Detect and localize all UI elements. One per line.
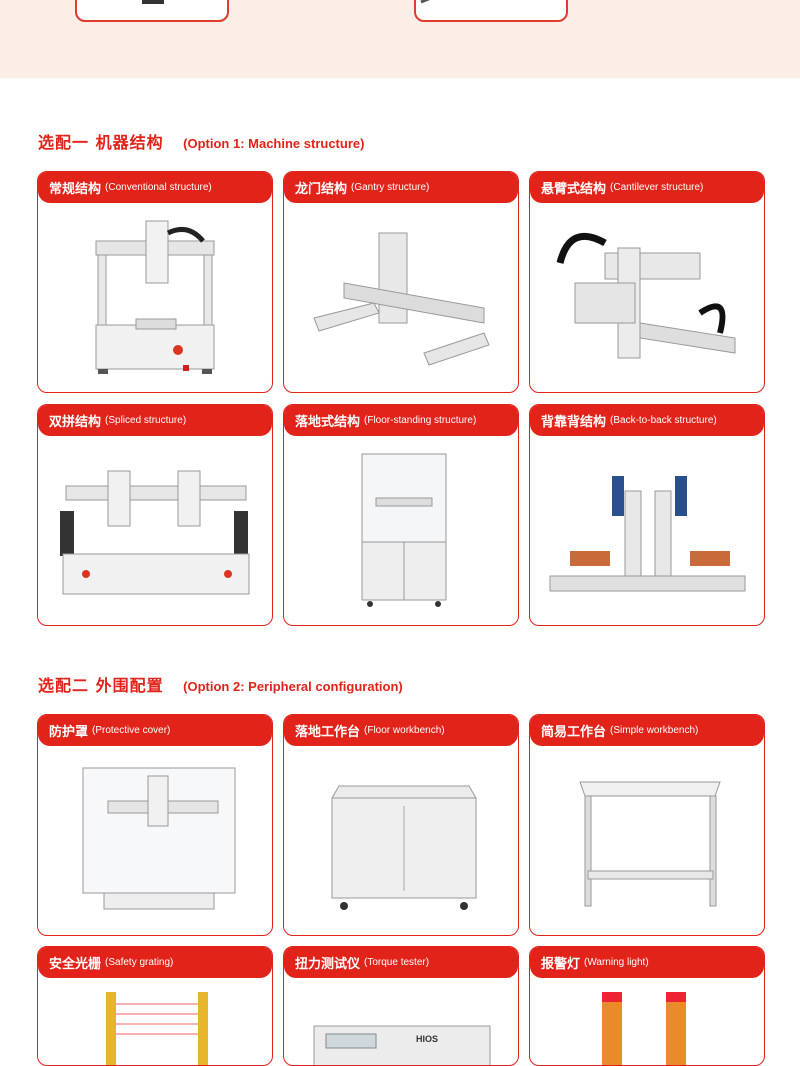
card-title-en: (Back-to-back structure) <box>610 415 717 426</box>
back-to-back-machine-image <box>530 436 764 625</box>
card-header: 报警灯 (Warning light) <box>530 947 764 978</box>
card-title-cn: 落地工作台 <box>295 725 361 740</box>
card-title-cn: 安全光栅 <box>49 957 102 972</box>
safety-grating-image <box>38 978 272 1065</box>
card-conventional-structure: 常规结构 (Conventional structure) <box>37 171 273 393</box>
top-banner <box>0 0 800 78</box>
card-title-en: (Simple workbench) <box>610 725 699 736</box>
card-title-cn: 简易工作台 <box>541 725 607 740</box>
warning-light-image <box>530 978 764 1065</box>
card-title-en: (Spliced structure) <box>105 415 187 426</box>
card-cantilever-structure: 悬臂式结构 (Cantilever structure) <box>529 171 765 393</box>
card-gantry-structure: 龙门结构 (Gantry structure) <box>283 171 519 393</box>
card-header: 双拼结构 (Spliced structure) <box>38 405 272 436</box>
section1-title: 选配一 机器结构 (Option 1: Machine structure) <box>38 129 364 153</box>
card-title-cn: 双拼结构 <box>49 415 102 430</box>
gantry-machine-image <box>284 203 518 392</box>
section1-title-en: (Option 1: Machine structure) <box>183 136 365 151</box>
conventional-machine-image <box>38 203 272 392</box>
card-title-en: (Safety grating) <box>105 957 174 968</box>
card-header: 落地式结构 (Floor-standing structure) <box>284 405 518 436</box>
card-back-to-back-structure: 背靠背结构 (Back-to-back structure) <box>529 404 765 626</box>
card-title-cn: 悬臂式结构 <box>541 182 607 197</box>
section1-title-cn: 选配一 机器结构 <box>38 133 164 152</box>
card-header: 落地工作台 (Floor workbench) <box>284 715 518 746</box>
card-title-en: (Cantilever structure) <box>610 182 704 193</box>
protective-cover-image <box>38 746 272 935</box>
card-warning-light: 报警灯 (Warning light) <box>529 946 765 1066</box>
card-floor-standing-structure: 落地式结构 (Floor-standing structure) <box>283 404 519 626</box>
floor-standing-machine-image <box>284 436 518 625</box>
card-header: 常规结构 (Conventional structure) <box>38 172 272 203</box>
card-torque-tester: 扭力测试仪 (Torque tester) HIOS <box>283 946 519 1066</box>
card-title-en: (Gantry structure) <box>351 182 430 193</box>
torque-tester-brand: HIOS <box>416 1034 438 1044</box>
card-header: 龙门结构 (Gantry structure) <box>284 172 518 203</box>
card-title-en: (Torque tester) <box>364 957 430 968</box>
previous-product-frame-left <box>75 0 229 22</box>
card-protective-cover: 防护罩 (Protective cover) <box>37 714 273 936</box>
card-title-cn: 扭力测试仪 <box>295 957 361 972</box>
floor-workbench-image <box>284 746 518 935</box>
card-title-en: (Floor workbench) <box>364 725 445 736</box>
card-title-cn: 龙门结构 <box>295 182 348 197</box>
card-title-en: (Conventional structure) <box>105 182 212 193</box>
card-title-cn: 常规结构 <box>49 182 102 197</box>
card-title-en: (Floor-standing structure) <box>364 415 477 426</box>
card-title-cn: 防护罩 <box>49 725 89 740</box>
card-header: 安全光栅 (Safety grating) <box>38 947 272 978</box>
section2-title-en: (Option 2: Peripheral configuration) <box>183 679 403 694</box>
section2-title: 选配二 外围配置 (Option 2: Peripheral configura… <box>38 672 403 696</box>
previous-product-frame-right <box>414 0 568 22</box>
card-safety-grating: 安全光栅 (Safety grating) <box>37 946 273 1066</box>
spliced-machine-image <box>38 436 272 625</box>
card-header: 悬臂式结构 (Cantilever structure) <box>530 172 764 203</box>
card-title-cn: 背靠背结构 <box>541 415 607 430</box>
card-title-cn: 报警灯 <box>541 957 581 972</box>
card-title-en: (Warning light) <box>584 957 649 968</box>
card-header: 简易工作台 (Simple workbench) <box>530 715 764 746</box>
card-header: 背靠背结构 (Back-to-back structure) <box>530 405 764 436</box>
cantilever-machine-image <box>530 203 764 392</box>
card-title-en: (Protective cover) <box>92 725 171 736</box>
card-spliced-structure: 双拼结构 (Spliced structure) <box>37 404 273 626</box>
card-title-cn: 落地式结构 <box>295 415 361 430</box>
torque-tester-image: HIOS <box>284 978 518 1065</box>
simple-workbench-image <box>530 746 764 935</box>
card-floor-workbench: 落地工作台 (Floor workbench) <box>283 714 519 936</box>
card-header: 防护罩 (Protective cover) <box>38 715 272 746</box>
card-simple-workbench: 简易工作台 (Simple workbench) <box>529 714 765 936</box>
section2-title-cn: 选配二 外围配置 <box>38 676 164 695</box>
card-header: 扭力测试仪 (Torque tester) <box>284 947 518 978</box>
